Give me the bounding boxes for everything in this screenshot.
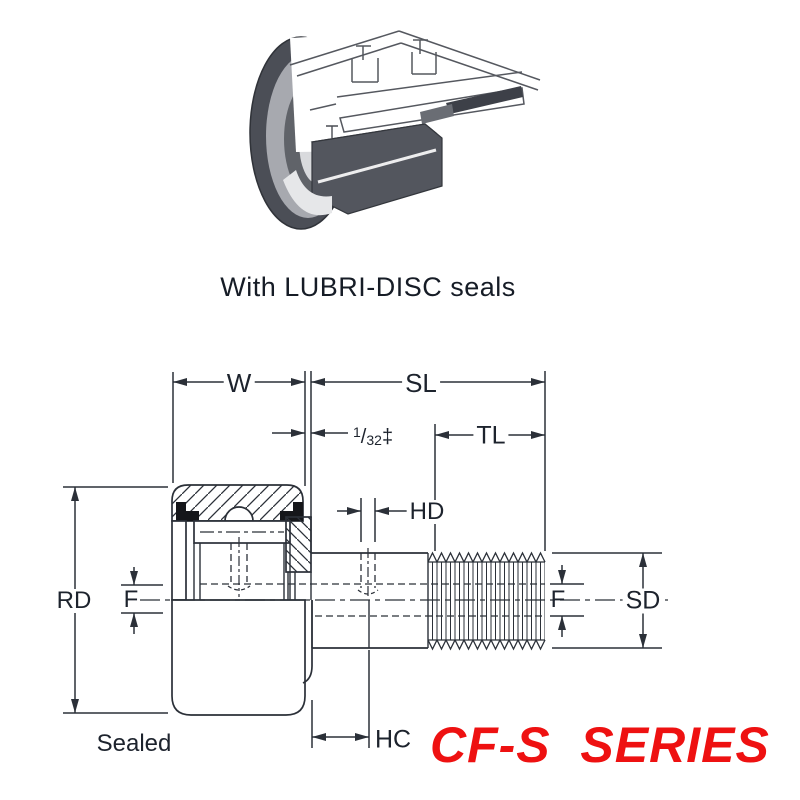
end-plate-left <box>171 520 187 601</box>
dim-label-tl: TL <box>473 423 509 449</box>
illustration-caption: With LUBRI-DISC seals <box>220 272 516 302</box>
dim-label-rd: RD <box>53 589 95 613</box>
cross-section-drawing <box>140 484 668 716</box>
head-hole-bottom-arc <box>227 585 251 591</box>
dim-label-f-right: F <box>550 586 566 613</box>
bore-lower-face <box>283 170 332 216</box>
body-highlight <box>317 148 437 184</box>
dim-label-w: W <box>223 370 255 396</box>
gap-numerator: 1 <box>353 424 361 440</box>
shank-hole-bottom-arc <box>357 589 379 595</box>
dim-label-hc: HC <box>375 725 412 754</box>
dim-label-gap: 1/32‡ <box>350 424 397 448</box>
dim-label-hd: HD <box>406 500 448 524</box>
head-hole-hidden <box>230 543 248 582</box>
thread-crest-top <box>427 551 546 564</box>
thread-crest-bottom <box>427 638 546 651</box>
flange-tongue <box>302 600 313 684</box>
shank-left-face <box>310 517 313 648</box>
stud-slot-dark <box>446 86 523 114</box>
series-title: CF-S SERIES <box>430 717 770 773</box>
stud-collar-dark <box>420 104 454 124</box>
dim-label-sd: SD <box>622 588 664 614</box>
gap-denominator: 32 <box>366 432 382 448</box>
dim-label-sl: SL <box>402 370 440 396</box>
seal-left <box>176 502 199 521</box>
body-pin <box>326 125 338 138</box>
race-bore-edges <box>193 543 291 600</box>
dim-label-f-left: F <box>123 586 139 613</box>
flange-lower-edges <box>287 572 312 600</box>
head-outer-view <box>171 599 306 716</box>
outer-ring-section <box>171 484 304 522</box>
shank-hole-hidden <box>360 553 376 588</box>
thread-root-lines <box>428 561 545 641</box>
flange-section <box>285 516 312 573</box>
bearing-3d-illustration <box>249 24 541 230</box>
gap-dagger: ‡ <box>381 426 394 448</box>
thread-body <box>428 562 545 640</box>
view-label-sealed: Sealed <box>96 730 172 757</box>
cutaway-linework <box>289 30 541 111</box>
gap-slash: / <box>360 426 367 448</box>
roller-end <box>224 506 254 522</box>
